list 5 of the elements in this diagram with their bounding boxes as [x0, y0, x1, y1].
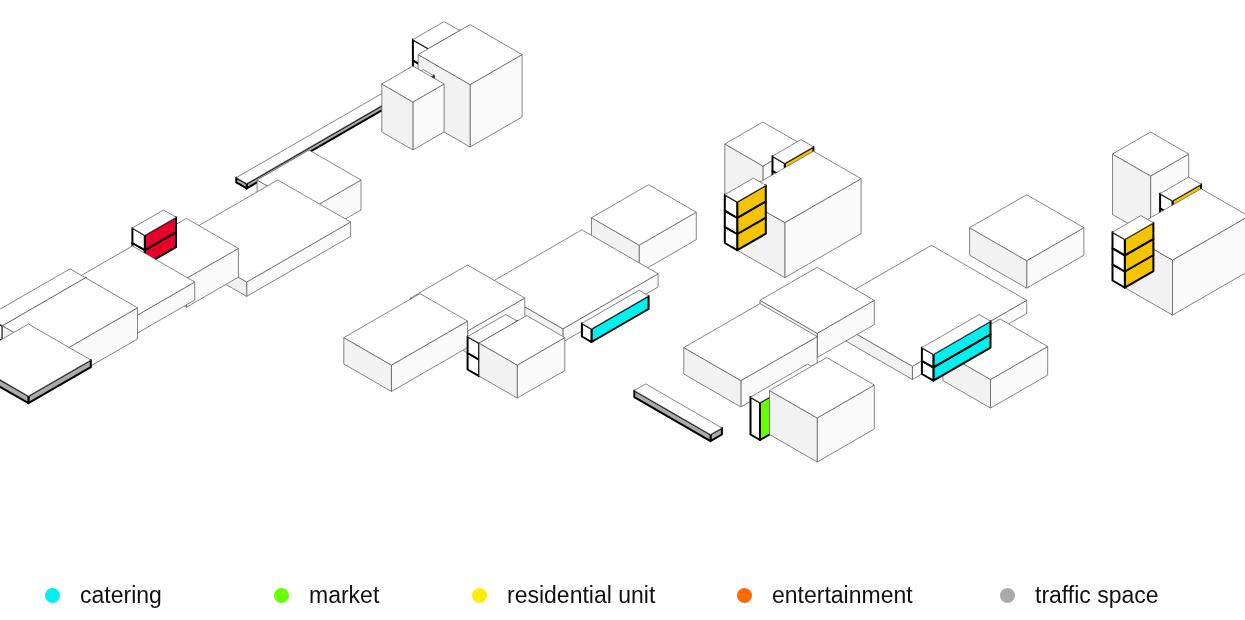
legend-label: market	[309, 581, 380, 609]
legend-label: residential unit	[507, 581, 656, 609]
legend-label: traffic space	[1035, 581, 1159, 609]
legend-label: catering	[80, 581, 162, 609]
legend-label: entertainment	[772, 581, 913, 609]
